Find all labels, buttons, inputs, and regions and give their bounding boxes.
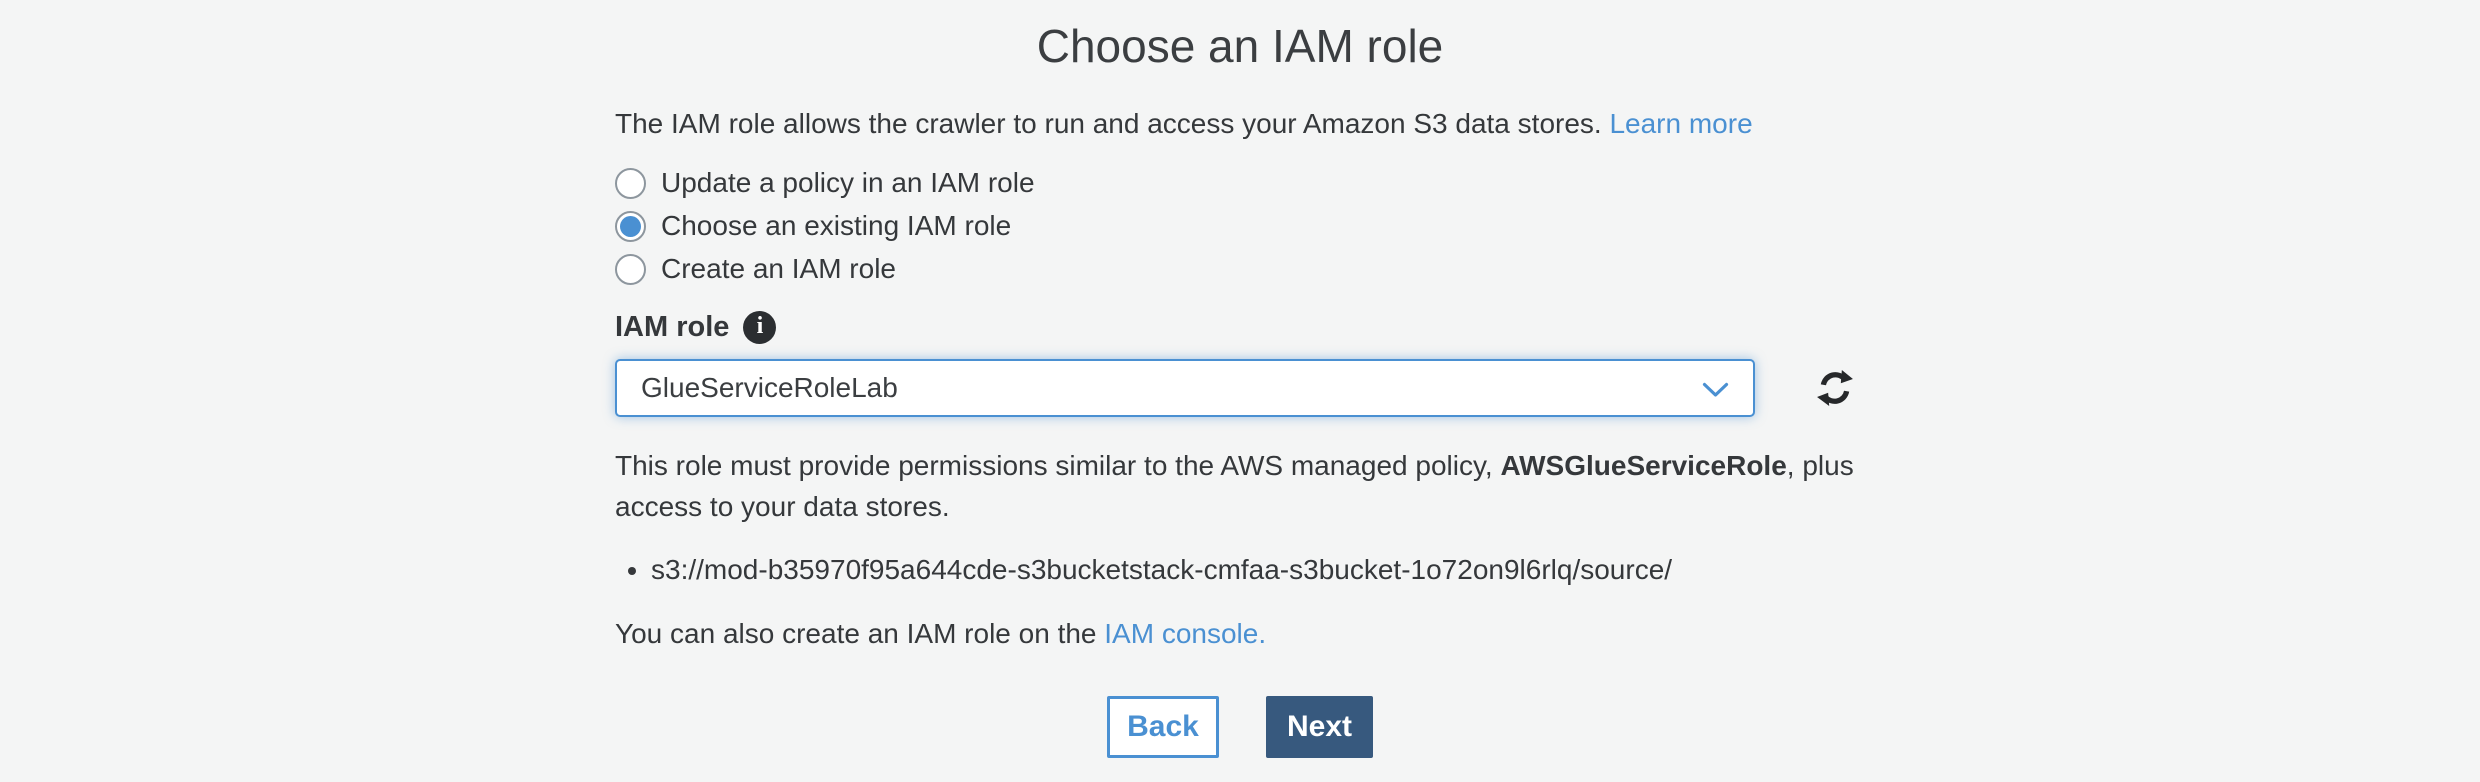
- iam-role-field-label-row: IAM role i: [615, 311, 1865, 345]
- permissions-note-suffix: , plus access to your data stores.: [615, 450, 1854, 522]
- radio-button-icon: [615, 210, 646, 242]
- back-button[interactable]: Back: [1107, 696, 1219, 759]
- radio-option-choose-existing[interactable]: Choose an existing IAM role: [615, 209, 1865, 243]
- refresh-roles-button[interactable]: [1815, 368, 1855, 408]
- learn-more-link[interactable]: Learn more: [1609, 107, 1753, 139]
- radio-button-icon: [615, 253, 646, 285]
- iam-role-select-row: GlueServiceRoleLab: [615, 359, 1865, 418]
- console-note-text: You can also create an IAM role on the: [615, 617, 1105, 649]
- iam-role-option-group: Update a policy in an IAM role Choose an…: [615, 166, 1865, 286]
- data-store-list: s3://mod-b35970f95a644cde-s3bucketstack-…: [615, 552, 1865, 588]
- iam-role-select[interactable]: GlueServiceRoleLab: [615, 359, 1755, 418]
- iam-role-label: IAM role: [615, 311, 730, 344]
- radio-dot: [620, 215, 641, 237]
- intro-text: The IAM role allows the crawler to run a…: [615, 107, 1610, 139]
- radio-option-update-policy[interactable]: Update a policy in an IAM role: [615, 166, 1865, 200]
- info-icon[interactable]: i: [743, 311, 777, 345]
- page-title: Choose an IAM role: [1036, 20, 1444, 72]
- chevron-down-icon: [1702, 383, 1729, 397]
- wizard-content: Choose an IAM role The IAM role allows t…: [615, 0, 1865, 759]
- next-button[interactable]: Next: [1266, 696, 1373, 759]
- data-store-item: s3://mod-b35970f95a644cde-s3bucketstack-…: [651, 552, 1865, 588]
- radio-option-create-role[interactable]: Create an IAM role: [615, 252, 1865, 286]
- managed-policy-name: AWSGlueServiceRole: [1500, 450, 1787, 482]
- permissions-note: This role must provide permissions simil…: [615, 446, 1865, 527]
- refresh-icon: [1817, 370, 1853, 407]
- radio-button-icon: [615, 167, 646, 199]
- iam-role-selected-value: GlueServiceRoleLab: [641, 372, 898, 404]
- radio-option-label: Update a policy in an IAM role: [661, 167, 1035, 199]
- radio-option-label: Create an IAM role: [661, 253, 896, 285]
- iam-console-link[interactable]: IAM console.: [1104, 617, 1267, 649]
- permissions-note-prefix: This role must provide permissions simil…: [615, 450, 1501, 482]
- wizard-buttons: Back Next: [615, 696, 1865, 759]
- radio-option-label: Choose an existing IAM role: [661, 210, 1012, 242]
- intro-paragraph: The IAM role allows the crawler to run a…: [615, 106, 1865, 142]
- console-note: You can also create an IAM role on the I…: [615, 616, 1865, 652]
